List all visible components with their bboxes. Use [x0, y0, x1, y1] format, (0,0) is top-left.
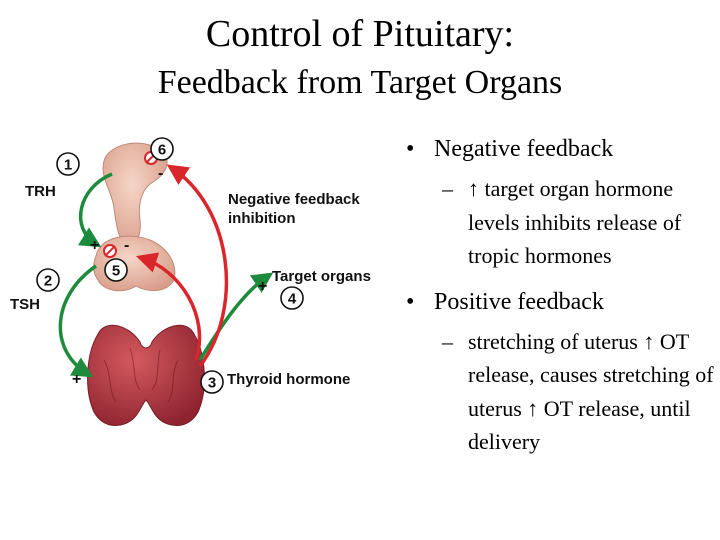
bullet-list: • Negative feedback – ↑ target organ hor… [406, 132, 716, 459]
inhibition-label: inhibition [228, 210, 295, 227]
minus-sign-pituitary: - [124, 237, 129, 254]
trh-arrow [77, 172, 113, 248]
sub-bullet-negative-feedback: – ↑ target organ hormone levels inhibits… [406, 172, 716, 273]
tsh-label: TSH [10, 296, 40, 313]
svg-text:3: 3 [208, 375, 216, 392]
slide-subtitle: Feedback from Target Organs [157, 64, 563, 101]
pituitary-gland-shape [93, 235, 176, 292]
plus-sign-thyroid: + [72, 371, 81, 388]
plus-sign-pituitary: + [90, 237, 99, 254]
thyroid-hormone-label: Thyroid hormone [227, 371, 350, 388]
trh-label: TRH [25, 183, 56, 200]
plus-sign-target: + [258, 278, 267, 295]
slide-title: Control of Pituitary: [205, 13, 515, 55]
tsh-arrow [58, 264, 97, 378]
minus-sign-hypothalamus: - [158, 165, 163, 182]
feedback-to-pituitary-arrow [135, 252, 202, 361]
negative-feedback-label: Negative feedback [228, 191, 360, 208]
pituitary-feedback-diagram: 1 2 3 4 5 6 + - - + + TRH TSH Negative f… [10, 137, 371, 426]
thyroid-gland-shape [87, 324, 205, 426]
sub-bullet-negative-text: ↑ target organ hormone levels inhibits r… [468, 176, 682, 268]
bullet-positive-feedback: • Positive feedback [406, 285, 716, 319]
feedback-to-hypothalamus-arrow [166, 164, 229, 368]
step-badge-6: 6 [150, 137, 174, 161]
step-badge-4: 4 [280, 286, 304, 310]
bullet-negative-feedback-label: Negative feedback [434, 136, 614, 162]
step-badge-5: 5 [104, 258, 128, 282]
target-organs-label: Target organs [272, 268, 371, 285]
step-badge-1: 1 [56, 152, 80, 176]
svg-text:5: 5 [112, 263, 120, 280]
svg-text:4: 4 [288, 291, 297, 308]
bullet-dot: • [406, 136, 415, 162]
step-badge-3: 3 [200, 370, 224, 394]
sub-bullet-dash: – [442, 328, 453, 354]
bullet-dot: • [406, 288, 415, 315]
sub-bullet-positive-text: stretching of uterus ↑ OT release, cause… [468, 328, 714, 455]
sub-bullet-positive-feedback: – stretching of uterus ↑ OT release, cau… [406, 325, 716, 459]
target-organs-arrow [198, 272, 274, 361]
svg-text:1: 1 [64, 157, 72, 174]
bullet-negative-feedback: • Negative feedback [406, 132, 716, 166]
sub-bullet-dash: – [442, 176, 453, 201]
bullet-positive-feedback-label: Positive feedback [434, 288, 604, 315]
inhibition-blocker-5 [103, 244, 117, 258]
svg-text:6: 6 [158, 142, 166, 159]
step-badge-2: 2 [36, 268, 60, 292]
svg-text:2: 2 [44, 273, 52, 290]
